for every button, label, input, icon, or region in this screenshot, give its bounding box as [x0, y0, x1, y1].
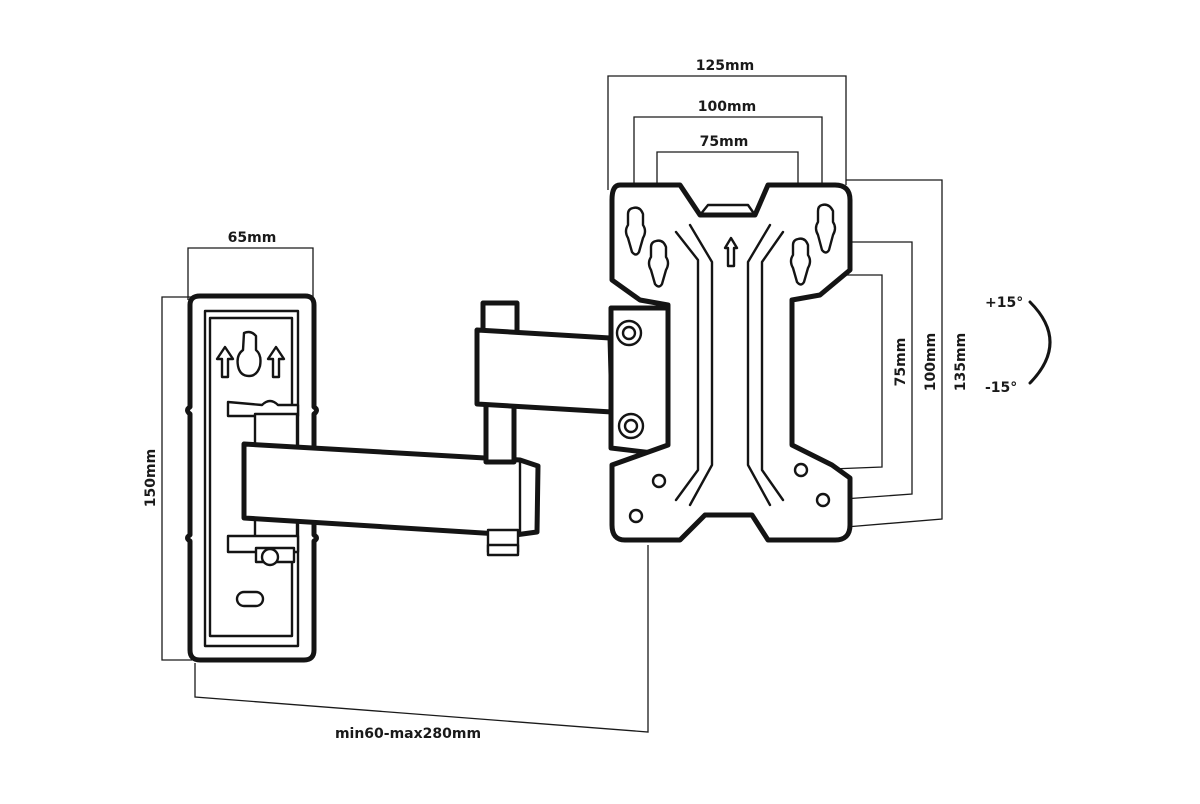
- dimension-vert-135: 135mm: [845, 179, 969, 528]
- plate-slot: [235, 590, 265, 608]
- dimension-vert-100: 100mm: [808, 241, 939, 501]
- lower-arm: [241, 441, 541, 557]
- dimension-plate-width: 65mm: [187, 230, 314, 300]
- vesa-keyhole-midleft-icon: [647, 239, 670, 288]
- label-vert-135: 135mm: [953, 333, 969, 391]
- label-vesa-100: 100mm: [698, 99, 756, 115]
- dimension-vesa-100: 100mm: [633, 99, 823, 210]
- label-vesa-125: 125mm: [696, 58, 754, 74]
- label-tilt-up: +15°: [985, 295, 1023, 311]
- plate-keyhole-icon: [236, 330, 262, 378]
- dimension-extension: min60-max280mm: [194, 545, 649, 742]
- plate-arrow-up-left-icon: [215, 345, 235, 379]
- vesa-hole-2: [628, 508, 644, 524]
- plate-arrow-up-right-icon: [266, 345, 286, 379]
- vesa-keyhole-topleft-icon: [624, 206, 647, 256]
- dimension-vesa-125: 125mm: [607, 58, 847, 190]
- label-vert-75: 75mm: [893, 338, 909, 387]
- vesa-hole-3: [793, 462, 809, 478]
- vesa-hole-1: [651, 473, 667, 489]
- vesa-hole-4: [815, 492, 831, 508]
- dimension-plate-height: 150mm: [143, 296, 192, 661]
- tilt-bracket: [608, 305, 673, 458]
- tilt-indicator: +15° -15°: [985, 295, 1052, 396]
- label-plate-height: 150mm: [143, 449, 159, 507]
- label-plate-width: 65mm: [228, 230, 277, 246]
- vesa-plate: [609, 182, 853, 543]
- vesa-arrow-up-icon: [723, 236, 739, 268]
- label-vert-100: 100mm: [923, 333, 939, 391]
- vesa-keyhole-midright-icon: [789, 237, 812, 286]
- label-vesa-75: 75mm: [700, 134, 749, 150]
- vesa-keyhole-topright-icon: [814, 203, 837, 254]
- label-extension: min60-max280mm: [335, 726, 481, 742]
- upper-arm: [474, 327, 615, 415]
- dimension-vert-75: 75mm: [800, 274, 909, 471]
- label-tilt-down: -15°: [985, 380, 1017, 396]
